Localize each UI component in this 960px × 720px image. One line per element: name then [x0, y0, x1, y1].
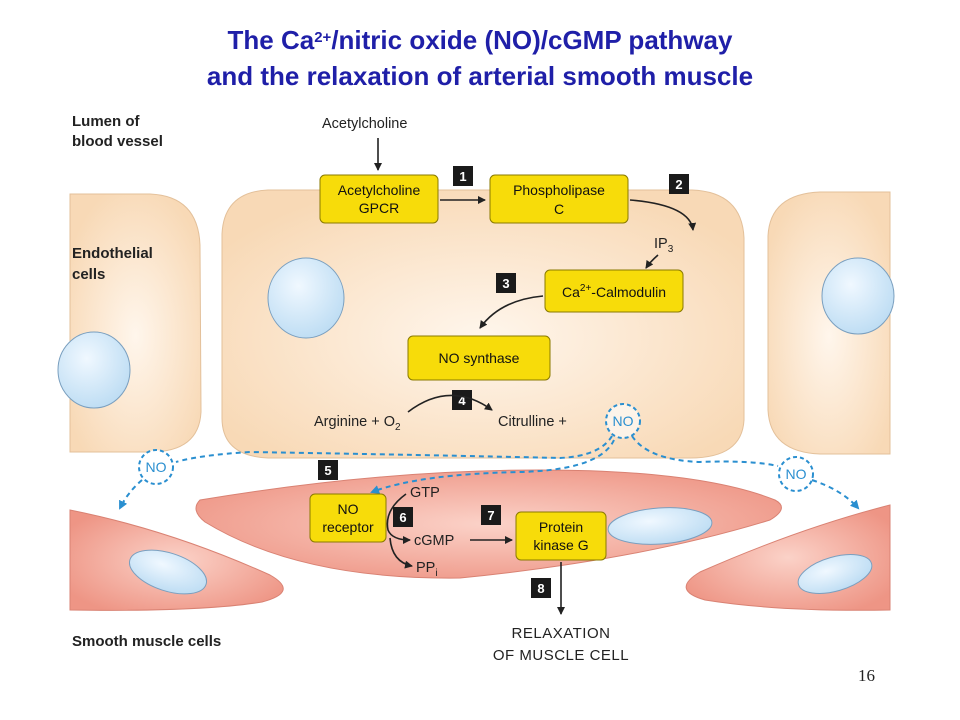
title-line-1: The Ca2+/nitric oxide (NO)/cGMP pathway [227, 25, 733, 55]
relaxation-label-line-2: OF MUSCLE CELL [493, 647, 629, 664]
no-label-endothelium: NO [613, 413, 634, 429]
no-diffusion-path-left-tail [119, 479, 143, 510]
step-7-label: 7 [487, 508, 494, 523]
endothelial-cell-right [767, 191, 891, 455]
citrulline-label: Citrulline + [498, 414, 567, 430]
relaxation-label-line-1: RELAXATION [512, 625, 611, 642]
ppi-label: PPi [416, 560, 438, 579]
no-diffusion-path-right-tail [811, 479, 860, 510]
arginine-o2-label: Arginine + O2 [314, 414, 401, 433]
step-2-badge [669, 174, 689, 194]
no-synthase-box [407, 335, 551, 381]
no-receptor-label-line-1: NO [338, 501, 359, 517]
step-3-badge [496, 273, 516, 293]
gtp-label: GTP [410, 485, 440, 501]
endothelial-cell-left [69, 193, 202, 453]
plc-label-line-2: C [554, 201, 564, 217]
no-diffusion-path-left [175, 435, 613, 463]
smooth-muscle-label: Smooth muscle cells [72, 633, 221, 650]
step-2-label: 2 [675, 177, 682, 192]
calmodulin-label: Ca2+-Calmodulin [562, 283, 666, 300]
step-5-badge [318, 460, 338, 480]
endothelial-nucleus-right [821, 257, 895, 335]
no-synthase-label: NO synthase [439, 350, 520, 366]
cgmp-label: cGMP [414, 533, 454, 549]
step-8-badge [531, 578, 551, 598]
gpcr-label-line-1: Acetylcholine [338, 182, 421, 198]
lumen-label-line-1: Lumen of [72, 113, 140, 130]
calmodulin-box [544, 269, 684, 313]
ip3-to-calmodulin-arrow [645, 254, 659, 269]
step-8-label: 8 [537, 581, 544, 596]
no-label-right: NO [786, 466, 807, 482]
acetylcholine-label: Acetylcholine [322, 116, 407, 132]
ip3-label: IP3 [654, 236, 674, 255]
no-molecule-right [778, 456, 814, 492]
gtp-to-cgmp-arrow [386, 493, 411, 544]
step-5-label: 5 [324, 463, 331, 478]
step-1-badge [453, 166, 473, 186]
slide-title: The Ca2+/nitric oxide (NO)/cGMP pathway … [0, 22, 960, 94]
calmodulin-to-nos-arrow [479, 295, 544, 329]
no-label-left: NO [146, 459, 167, 475]
pkg-label-line-2: kinase G [533, 537, 588, 553]
step-3-label: 3 [502, 276, 509, 291]
lumen-label-line-2: blood vessel [72, 133, 163, 150]
title-line-2: and the relaxation of arterial smooth mu… [206, 61, 754, 91]
smooth-muscle-nucleus-left [129, 549, 207, 595]
phospholipase-c-box [489, 174, 629, 224]
cgmp-to-ppi-arrow [389, 537, 413, 569]
no-receptor-label-line-2: receptor [322, 519, 374, 535]
step-7-badge [481, 505, 501, 525]
no-diffusion-path-center [370, 439, 615, 494]
step-4-label: 4 [458, 393, 466, 408]
pkg-label-line-1: Protein [539, 519, 583, 535]
gpcr-label-line-2: GPCR [359, 200, 399, 216]
no-diffusion-path-right [631, 435, 779, 467]
step-1-label: 1 [459, 169, 466, 184]
endothelial-label-line-2: cells [72, 266, 105, 283]
endothelial-nucleus-center [267, 257, 345, 339]
no-molecule-endothelium [605, 403, 641, 439]
step-6-label: 6 [399, 510, 406, 525]
endothelial-label-line-1: Endothelial [72, 245, 153, 262]
smooth-muscle-nucleus-center [607, 507, 713, 545]
smooth-muscle-nucleus-right [797, 554, 873, 594]
endothelial-nucleus-left [57, 331, 131, 409]
no-receptor-box [309, 493, 387, 543]
protein-kinase-g-box [515, 511, 607, 561]
plc-label-line-1: Phospholipase [513, 182, 605, 198]
acetylcholine-gpcr-box [319, 174, 439, 224]
no-molecule-left [138, 449, 174, 485]
arginine-to-citrulline-arrow [407, 394, 493, 413]
plc-to-ip3-arrow [629, 199, 697, 231]
step-6-badge [393, 507, 413, 527]
slide-number: 16 [858, 666, 875, 685]
